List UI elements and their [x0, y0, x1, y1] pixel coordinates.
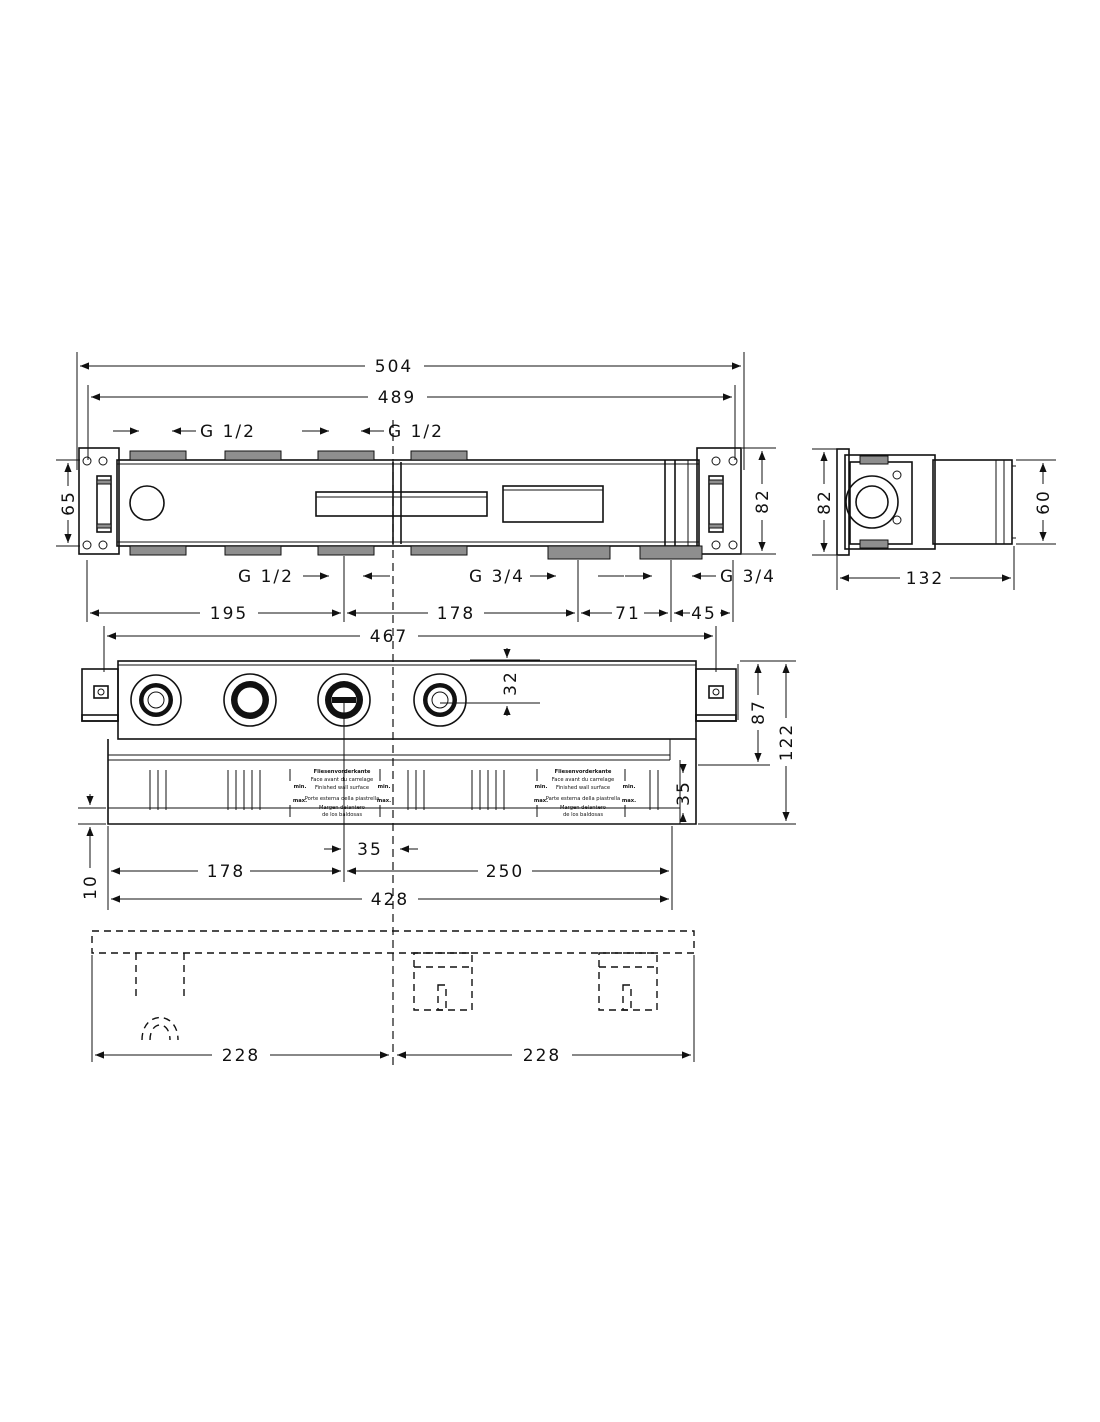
dim-10: 10	[78, 794, 106, 900]
dim-178-front-label: 178	[207, 862, 245, 882]
dim-35-right: 35	[674, 764, 694, 822]
dim-65: 65	[56, 459, 80, 547]
front-outlet-2	[223, 673, 277, 727]
dim-chain-top: 195 178 71 45	[86, 556, 734, 624]
front-outlet-1	[130, 674, 182, 726]
label-left-line-4: Margen delantero	[319, 805, 365, 811]
hose-holder-outline	[141, 1016, 179, 1041]
wall-label-right: Fliesenvorderkante Face avant du carrela…	[471, 769, 659, 818]
dim-87-label: 87	[749, 699, 769, 725]
dim-65-label: 65	[59, 490, 79, 516]
dim-87: 87	[698, 660, 770, 766]
label-right-line-5: de los baldosas	[563, 812, 603, 818]
side-port-inner	[855, 485, 889, 519]
label-left-min-2: min.	[378, 784, 391, 790]
label-left-heading: Fliesenvorderkante	[314, 769, 371, 775]
label-right-max: max.	[534, 798, 548, 804]
thread-label-bottom-right: G 3/4	[720, 567, 776, 587]
dim-504: 504	[76, 352, 745, 470]
label-right-line-2: Finished wall surface	[556, 785, 610, 791]
thread-label-bottom-left: G 1/2	[238, 567, 294, 587]
dim-35-center: 35	[324, 840, 418, 860]
label-right-min-2: min.	[623, 784, 636, 790]
dim-35-right-label: 35	[674, 780, 694, 806]
dim-178-250: 178 250	[107, 826, 673, 910]
dim-489: 489	[87, 385, 736, 460]
dim-228-left-label: 228	[222, 1046, 260, 1066]
wall-label-left: Fliesenvorderkante Face avant du carrela…	[149, 769, 425, 818]
dim-132: 132	[836, 546, 1015, 590]
dim-178-top-label: 178	[437, 604, 475, 624]
dim-32: 32	[470, 648, 540, 716]
label-left-line-3: Porte esterna della piastrella	[305, 796, 380, 802]
dim-228-228: 228 228	[95, 1046, 691, 1066]
dim-82-top: 82	[742, 447, 776, 555]
side-body-outline	[844, 454, 936, 550]
front-view: 467	[78, 626, 797, 910]
dim-122-label: 122	[777, 723, 797, 761]
label-right-min: min.	[535, 784, 548, 790]
label-left-max: max.	[293, 798, 307, 804]
label-left-min: min.	[294, 784, 307, 790]
label-right-line-3: Parte esterna della piastrella	[546, 796, 620, 802]
thread-label-top-right: G 1/2	[388, 422, 444, 442]
cartridge-slot-right	[502, 485, 604, 523]
label-right-line-4: Margen delantero	[560, 805, 606, 811]
trim-knob-right	[598, 952, 658, 1011]
side-cartridge-housing	[932, 459, 1013, 545]
dim-228-right-label: 228	[523, 1046, 561, 1066]
dim-45-label: 45	[691, 604, 717, 624]
dim-504-label: 504	[375, 357, 413, 377]
dim-71-label: 71	[615, 604, 641, 624]
dim-122: 122	[698, 660, 797, 825]
control-knob-circle	[129, 485, 165, 521]
dim-82-side: 82	[812, 448, 845, 556]
bottom-ports	[129, 545, 703, 560]
trim-knob-left	[413, 952, 473, 1011]
bottom-view: 228 228	[91, 930, 695, 1066]
label-right-line-1: Face avant du carrelage	[552, 777, 614, 783]
dim-428: 428	[111, 890, 669, 910]
dim-35-center-label: 35	[357, 840, 383, 860]
dim-467-label: 467	[370, 627, 408, 647]
dim-60: 60	[1016, 459, 1056, 545]
top-view: 504 489 G 1/2 G 1/2	[56, 352, 776, 624]
dim-132-label: 132	[906, 569, 944, 589]
label-left-max-2: max.	[377, 798, 391, 804]
dim-82-top-label: 82	[753, 488, 773, 514]
dim-489-label: 489	[378, 388, 416, 408]
front-outlet-4	[413, 673, 467, 727]
mounting-bracket-left	[78, 447, 120, 555]
dim-195-label: 195	[210, 604, 248, 624]
dim-32-label: 32	[501, 670, 521, 696]
label-left-line-1: Face avant du carrelage	[311, 777, 373, 783]
dim-428-label: 428	[371, 890, 409, 910]
side-view: 82 60 132	[812, 448, 1056, 590]
thread-label-top-left: G 1/2	[200, 422, 256, 442]
dim-82-side-label: 82	[815, 489, 835, 515]
thread-label-bottom-mid: G 3/4	[469, 567, 525, 587]
mounting-bracket-right	[696, 447, 742, 555]
label-left-line-5: de los baldosas	[322, 812, 362, 818]
front-box-upper	[117, 660, 697, 740]
top-ports	[129, 450, 468, 461]
label-right-heading: Fliesenvorderkante	[555, 769, 612, 775]
dim-467: 467	[103, 626, 717, 672]
label-right-max-2: max.	[622, 798, 636, 804]
dim-250-label: 250	[486, 862, 524, 882]
valve-body-top	[116, 459, 700, 547]
label-left-line-2: Finished wall surface	[315, 785, 369, 791]
side-port-outer	[845, 475, 899, 529]
dim-60-label: 60	[1034, 489, 1054, 515]
dim-10-label: 10	[81, 874, 101, 900]
